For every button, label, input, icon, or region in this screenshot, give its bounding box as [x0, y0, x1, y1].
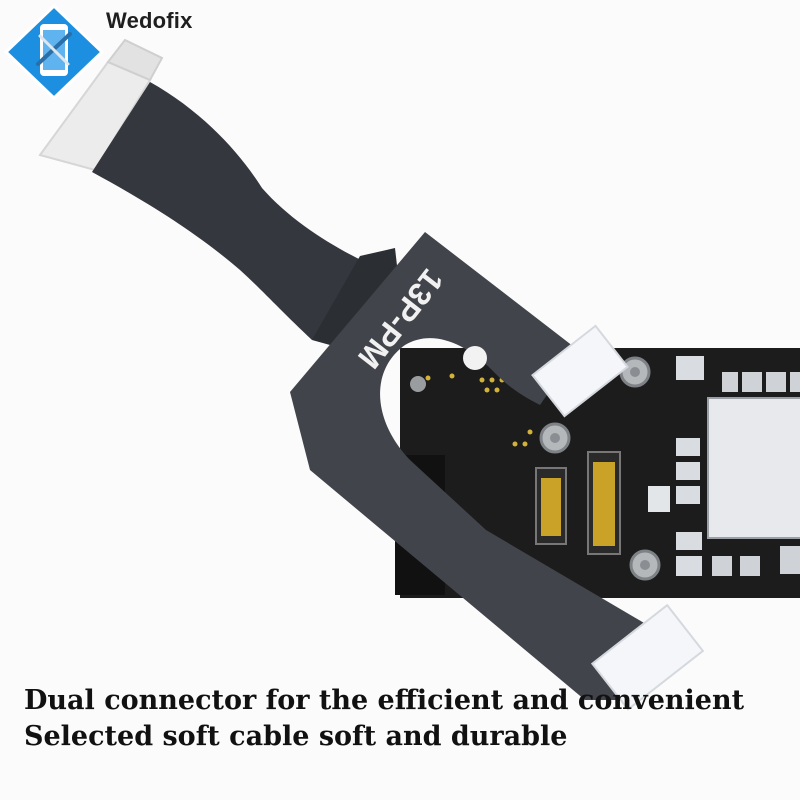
usb-plug-end: [106, 38, 164, 82]
flex-cable-joint: [312, 248, 400, 345]
caption-line-1: Dual connector for the efficient and con…: [24, 685, 745, 716]
phone-repair-logo-icon: [3, 3, 105, 101]
captions: Dual connector for the efficient and con…: [24, 683, 794, 755]
brand-name: Wedofix: [106, 8, 193, 33]
test-board-u: [290, 232, 690, 700]
flex-cable: [92, 82, 392, 340]
logic-board: [395, 348, 800, 598]
caption-line-2: Selected soft cable soft and durable: [24, 721, 568, 752]
upper-connector-tab: [531, 324, 629, 418]
lower-connector-tab: [590, 603, 705, 711]
